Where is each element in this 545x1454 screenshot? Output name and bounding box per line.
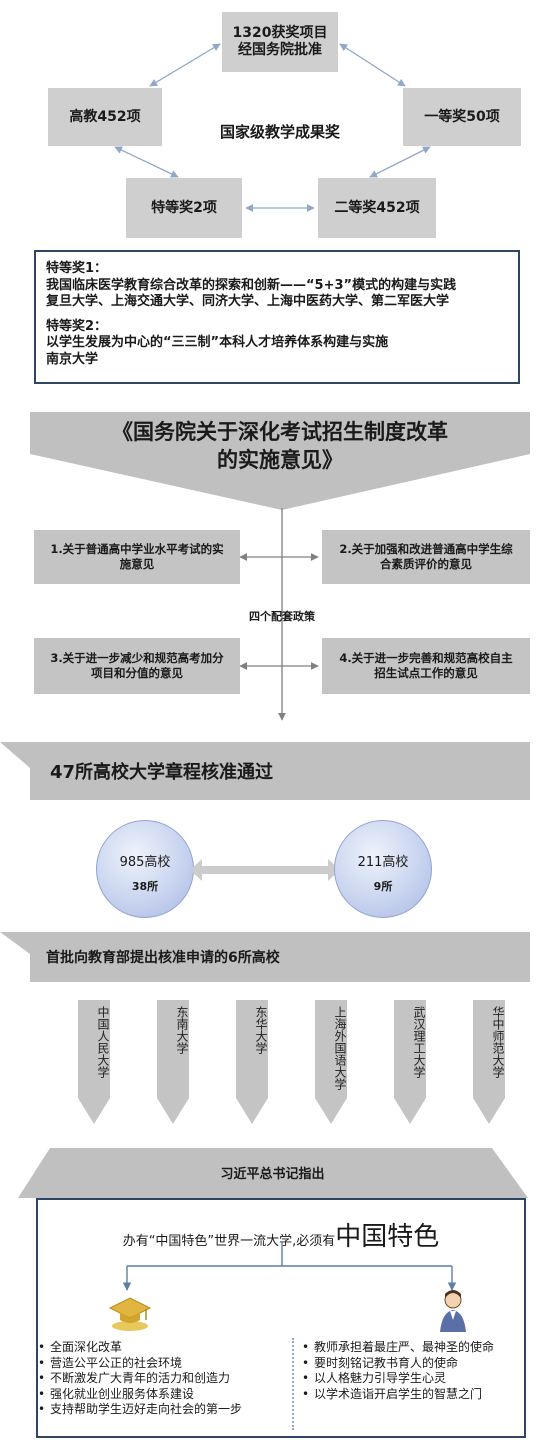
- special-prize-box: 特等奖2项: [126, 178, 242, 238]
- right-item-2: 要时刻铭记教书育人的使命: [302, 1356, 520, 1372]
- school-4-name: 上海外国语大学: [333, 1006, 347, 1090]
- graduation-cap-icon: [108, 1297, 152, 1331]
- policy-2-box: 2.关于加强和改进普通高中学生综 合素质评价的意见: [322, 530, 530, 584]
- policy-1-line2: 施意见: [119, 557, 155, 571]
- school-6-name: 华中师范大学: [491, 1006, 505, 1078]
- right-bullet-list: 教师承担着最庄严、最神圣的使命 要时刻铭记教书育人的使命 以人格魅力引导学生心灵…: [302, 1340, 520, 1402]
- teacher-icon: [440, 1290, 466, 1332]
- applicants-banner-shape: [0, 932, 530, 982]
- policy-4-box: 4.关于进一步完善和规范高校自主 招生试点工作的意见: [322, 638, 530, 694]
- applicants-subtitle: 首批向教育部提出核准申请的6所高校: [46, 950, 280, 966]
- policy-4-line2: 招生试点工作的意见: [374, 666, 478, 680]
- policy-document-title: 《国务院关于深化考试招生制度改革 的实施意见》: [30, 418, 530, 474]
- school-1-name: 中国人民大学: [96, 1006, 110, 1078]
- award1-heading: 特等奖1：: [46, 261, 108, 276]
- policy-3-box: 3.关于进一步减少和规范高考加分 项目和分值的意见: [34, 638, 240, 694]
- quote-branch-lines: [122, 1242, 457, 1291]
- quote-frame: [36, 1198, 526, 1438]
- quote-divider: [292, 1338, 294, 1430]
- school-tab-5: 武汉理工大学: [394, 1000, 426, 1124]
- circle-985-name: 985高校: [119, 855, 171, 870]
- award-connector-lines: [114, 43, 431, 212]
- circle-211-count: 9所: [373, 880, 393, 893]
- school-tab-3: 东华大学: [236, 1000, 268, 1124]
- circle-985: 985高校 38所: [96, 820, 194, 918]
- total-awards-line2: 经国务院批准: [238, 42, 322, 58]
- award-center-title: 国家级教学成果奖: [219, 123, 340, 141]
- quote-emphasis: 中国特色: [335, 1222, 440, 1252]
- quote-header-shape: [18, 1148, 528, 1198]
- policy-center-label: 四个配套政策: [249, 610, 315, 623]
- left-item-1: 全面深化改革: [38, 1340, 288, 1356]
- left-item-5: 支持帮助学生迈好走向社会的第一步: [38, 1402, 288, 1418]
- policy-banner-shape: [30, 412, 530, 510]
- award2-title: 以学生发展为中心的“三三制”本科人才培养体系构建与实施: [46, 335, 389, 350]
- charter-title: 47所高校大学章程核准通过: [50, 762, 274, 783]
- circle-double-arrow: [190, 859, 340, 881]
- policy-2-line1: 2.关于加强和改进普通高中学生综: [339, 542, 513, 556]
- award2-heading: 特等奖2：: [46, 318, 108, 334]
- policy-title-line1: 《国务院关于深化考试招生制度改革: [112, 420, 448, 444]
- quote-header: 习近平总书记指出: [220, 1167, 325, 1182]
- school-5-name: 武汉理工大学: [412, 1006, 426, 1078]
- policy-title-line2: 的实施意见》: [217, 448, 343, 472]
- left-item-3: 不断激发广大青年的活力和创造力: [38, 1371, 288, 1387]
- circle-211-name: 211高校: [357, 855, 409, 870]
- policy-3-line2: 项目和分值的意见: [91, 666, 183, 680]
- higher-ed-box: 高教452项: [48, 88, 162, 146]
- policy-4-line1: 4.关于进一步完善和规范高校自主: [339, 651, 513, 665]
- total-awards-box: 1320获奖项目 经国务院批准: [222, 12, 338, 72]
- award1-units: 复旦大学、上海交通大学、同济大学、上海中医药大学、第二军医大学: [46, 294, 450, 309]
- right-item-1: 教师承担着最庄严、最神圣的使命: [302, 1340, 520, 1356]
- school-tab-6: 华中师范大学: [473, 1000, 505, 1124]
- left-item-4: 强化就业创业服务体系建设: [38, 1387, 288, 1403]
- left-bullet-list: 全面深化改革 营造公平公正的社会环境 不断激发广大青年的活力和创造力 强化就业创…: [38, 1340, 288, 1418]
- school-tab-1: 中国人民大学: [78, 1000, 110, 1124]
- school-tab-2: 东南大学: [157, 1000, 189, 1124]
- policy-1-line1: 1.关于普通高中学业水平考试的实: [50, 542, 224, 556]
- first-prize-box: 一等奖50项: [403, 88, 521, 146]
- circle-985-count: 38所: [131, 880, 159, 893]
- right-item-3: 以人格魅力引导学生心灵: [302, 1371, 520, 1387]
- policy-1-box: 1.关于普通高中学业水平考试的实 施意见: [34, 530, 240, 584]
- award2-units: 南京大学: [46, 351, 99, 367]
- school-tab-4: 上海外国语大学: [315, 1000, 347, 1124]
- special-award-detail-box: 特等奖1： 我国临床医学教育综合改革的探索和创新——“5+3”模式的构建与实践 …: [34, 250, 520, 384]
- right-item-4: 以学术造诣开启学生的智慧之门: [302, 1387, 520, 1403]
- total-awards-line1: 1320获奖项目: [232, 25, 328, 41]
- second-prize-box: 二等奖452项: [318, 178, 436, 238]
- circle-211: 211高校 9所: [334, 820, 432, 918]
- policy-2-line2: 合素质评价的意见: [380, 557, 472, 571]
- award1-title: 我国临床医学教育综合改革的探索和创新——“5+3”模式的构建与实践: [46, 277, 457, 293]
- policy-3-line1: 3.关于进一步减少和规范高考加分: [50, 651, 224, 665]
- school-3-name: 东华大学: [254, 1006, 268, 1054]
- school-2-name: 东南大学: [175, 1006, 189, 1054]
- charter-banner-shape: [0, 742, 530, 800]
- policy-connector-lines: [239, 508, 319, 721]
- left-item-2: 营造公平公正的社会环境: [38, 1356, 288, 1372]
